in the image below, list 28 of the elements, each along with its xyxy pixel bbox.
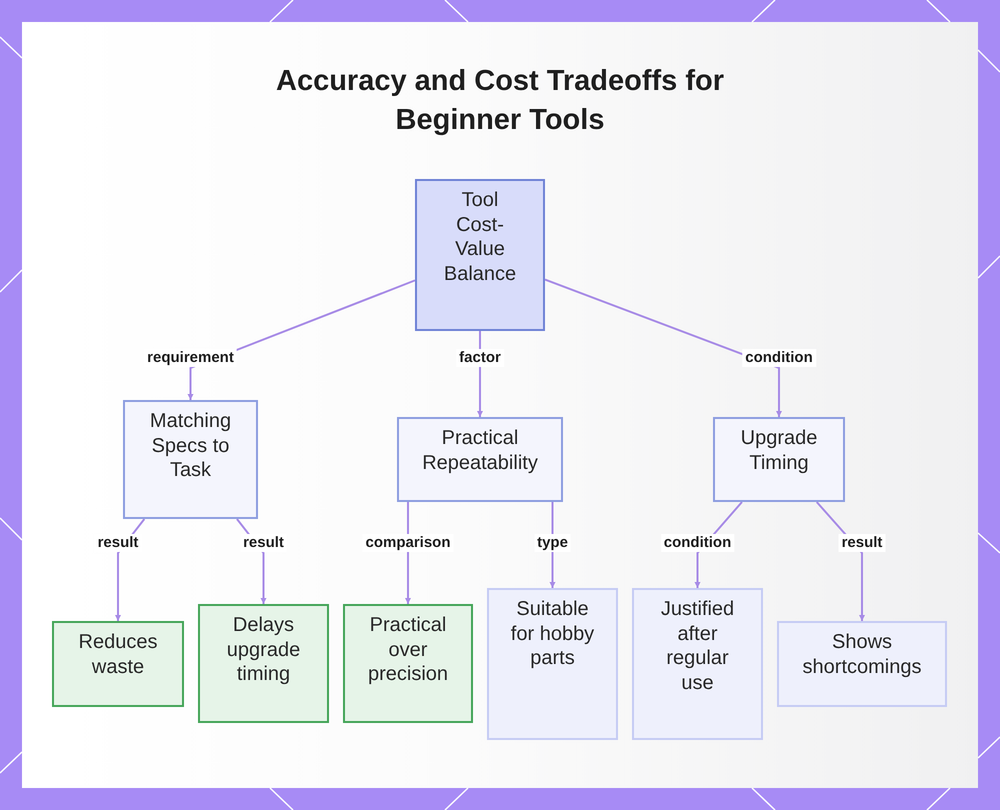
outcome-box (52, 621, 184, 707)
edge-label: condition (742, 349, 816, 367)
edge-label: result (838, 534, 886, 552)
outcome-box (198, 604, 329, 723)
detail-box (777, 621, 947, 707)
node-label: Upgrade Timing (740, 426, 818, 475)
branch-box (123, 400, 258, 519)
edge-label: comparison (362, 534, 454, 552)
node-label: Justified after regular use (660, 597, 736, 695)
detail-box (632, 588, 763, 740)
node-label: Matching Specs to Task (148, 409, 232, 482)
node-label: Tool Cost-Value Balance (442, 188, 518, 286)
outcome-box (343, 604, 473, 723)
node-label: Shows shortcomings (802, 630, 922, 679)
node-label: Delays upgrade timing (226, 613, 302, 686)
node-label: Reduces waste (78, 630, 158, 679)
edge-label: condition (660, 534, 734, 552)
branch-box (713, 417, 845, 502)
connector-arrow (544, 278, 782, 417)
branch-box (397, 417, 563, 502)
node-label: Practical over precision (366, 613, 450, 686)
diagram-title: Accuracy and Cost Tradeoffs for Beginner Tools (275, 64, 725, 138)
edge-label: type (534, 534, 571, 552)
node-label: Practical Repeatability (421, 426, 539, 475)
topic-box (415, 179, 545, 331)
edge-label: factor (456, 349, 504, 367)
node-label: Suitable for hobby parts (510, 597, 596, 670)
detail-box (487, 588, 618, 740)
